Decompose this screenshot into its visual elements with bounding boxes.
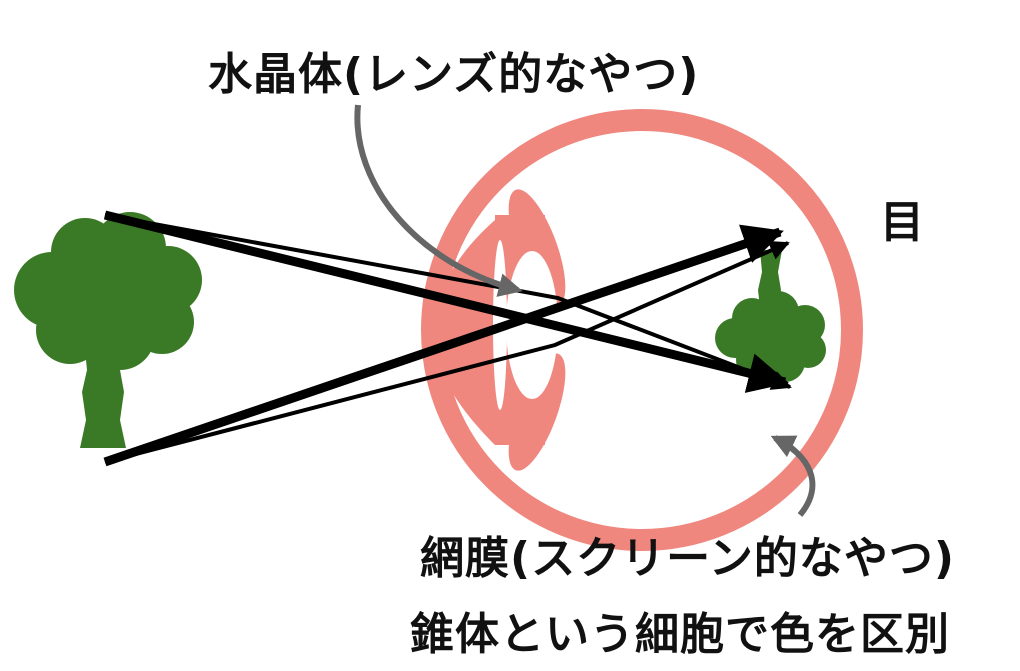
cone-cell-label: 錐体という細胞で色を区別 bbox=[410, 609, 950, 660]
eye-label: 目 bbox=[880, 197, 925, 248]
retina-label: 網膜(スクリーン的なやつ) bbox=[420, 533, 956, 584]
eye-wall bbox=[421, 109, 863, 551]
retina-pointer-arrow bbox=[770, 435, 816, 517]
ray-bottom-thin bbox=[104, 241, 790, 464]
ray-bottom-thick bbox=[103, 224, 784, 467]
lens-pointer-arrow bbox=[354, 104, 523, 297]
ray-top-thin bbox=[104, 213, 792, 390]
light-rays bbox=[103, 210, 792, 467]
tree-icon bbox=[14, 212, 202, 448]
lens-label: 水晶体(レンズ的なやつ) bbox=[208, 49, 700, 100]
ray-top-thick bbox=[103, 210, 789, 393]
